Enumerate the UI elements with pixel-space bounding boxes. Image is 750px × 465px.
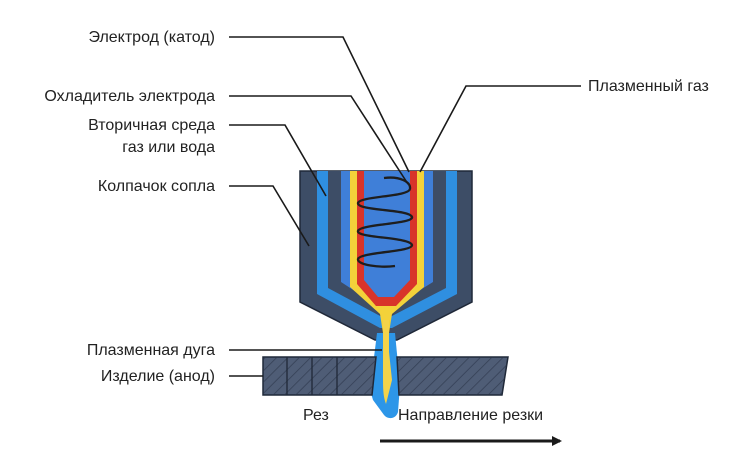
leader-lines (229, 36, 581, 377)
label-electrode: Электрод (катод) (88, 29, 215, 46)
leader-secondary-medium (229, 124, 327, 197)
leader-plasma-gas (419, 85, 581, 173)
label-kerf: Рез (303, 407, 329, 424)
label-cut-direction: Направление резки (398, 407, 543, 424)
label-nozzle-cap: Колпачок сопла (98, 178, 215, 195)
workpiece-segment-marks (286, 357, 338, 395)
workpiece-left-hatch (263, 357, 376, 395)
label-plasma-gas: Плазменный газ (588, 78, 709, 95)
workpiece-right-hatch (397, 357, 508, 395)
label-workpiece: Изделие (анод) (101, 368, 215, 385)
label-plasma-arc: Плазменная дуга (87, 342, 215, 359)
leader-electrode-cooler (229, 95, 409, 185)
label-electrode-cooler: Охладитель электрода (44, 88, 215, 105)
electrode-coil (356, 176, 414, 268)
leader-electrode (229, 36, 410, 173)
label-secondary-medium-1: Вторичная среда (88, 117, 215, 134)
leader-nozzle-cap (229, 185, 310, 247)
plasma-arc-core (383, 320, 392, 404)
label-secondary-medium-2: газ или вода (122, 139, 215, 156)
electrode-core (364, 171, 410, 297)
